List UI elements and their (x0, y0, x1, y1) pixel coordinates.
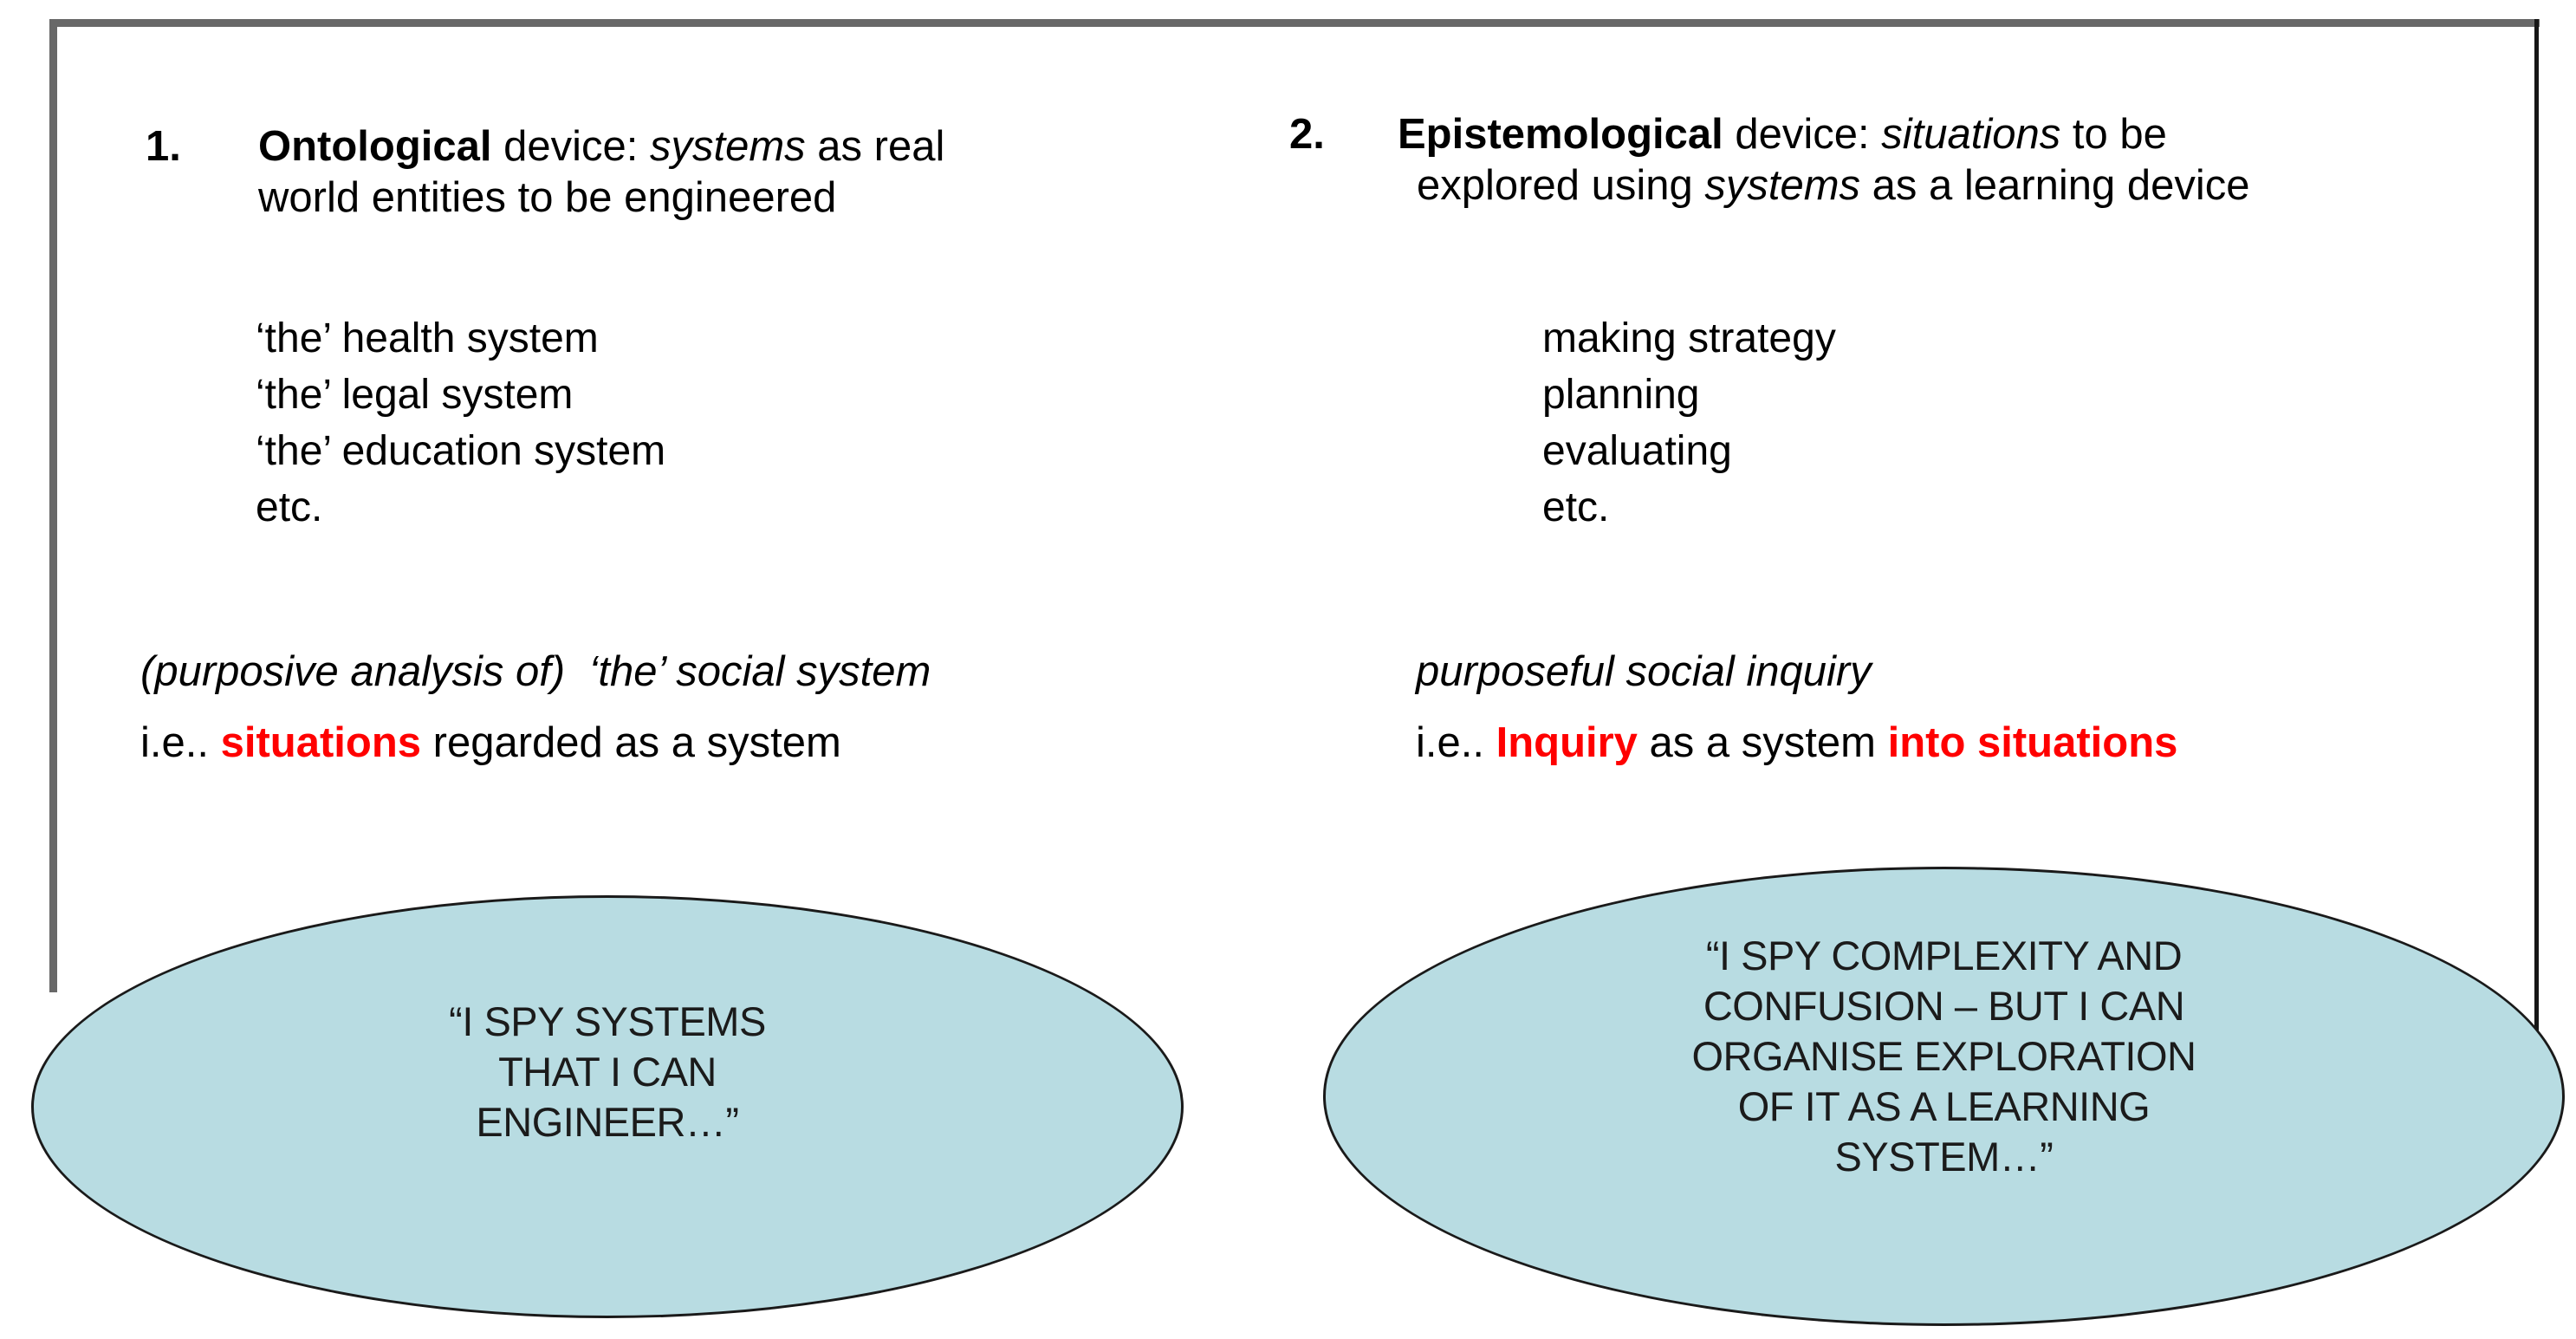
frame-left-border (49, 19, 57, 992)
right-conclusion-line: i.e.. Inquiry as a system into situation… (1416, 718, 2177, 769)
left-conclusion-tail: regarded as a system (421, 719, 841, 766)
list-item: planning (1542, 372, 1700, 418)
red-emphasis: into situations (1887, 719, 2178, 766)
speech-ellipse-left: “I SPY SYSTEMS THAT I CAN ENGINEER…” (31, 895, 1184, 1318)
right-list: making strategy planning evaluating etc. (1542, 310, 1836, 536)
left-item-number: 1. (146, 123, 181, 170)
left-heading: Ontological device: systems as real worl… (258, 121, 944, 224)
right-item-number: 2. (1289, 111, 1325, 158)
speech-ellipse-left-text: “I SPY SYSTEMS THAT I CAN ENGINEER…” (449, 997, 766, 1147)
right-conclusion-prefix: i.e.. (1416, 719, 1496, 766)
right-heading-italic1: situations (1881, 111, 2061, 158)
right-heading-bold: Epistemological (1398, 111, 1723, 158)
right-italic-note: purposeful social inquiry (1416, 648, 1872, 695)
list-item: evaluating (1542, 428, 1732, 474)
left-list: ‘the’ health system ‘the’ legal system ‘… (256, 310, 665, 536)
list-item: etc. (1542, 484, 1610, 530)
left-conclusion-prefix: i.e.. (140, 719, 221, 766)
left-heading-mid: device: (491, 123, 650, 170)
right-heading-tail2: as a learning device (1860, 162, 2250, 209)
left-conclusion-line: i.e.. situations regarded as a system (140, 718, 841, 769)
ellipse-text-line: THAT I CAN (498, 1049, 717, 1095)
red-emphasis: situations (220, 719, 422, 766)
ellipse-text-line: SYSTEM…” (1834, 1134, 2054, 1180)
list-item: making strategy (1542, 315, 1836, 361)
right-heading-italic2: systems (1704, 162, 1861, 209)
speech-ellipse-right-text: “I SPY COMPLEXITY AND CONFUSION – BUT I … (1692, 931, 2196, 1182)
right-heading: Epistemological device: situations to be… (1398, 109, 2249, 211)
right-heading-tail1: to be (2060, 111, 2167, 158)
right-conclusion-mid: as a system (1637, 719, 1888, 766)
left-italic-note: (purposive analysis of) ‘the’ social sys… (140, 648, 931, 695)
ellipse-text-line: “I SPY SYSTEMS (449, 998, 766, 1044)
list-item: ‘the’ health system (256, 315, 599, 361)
frame-top-border (49, 19, 2540, 27)
ellipse-text-line: ENGINEER…” (476, 1099, 739, 1145)
red-emphasis: Inquiry (1496, 719, 1638, 766)
left-heading-italic: systems (649, 123, 806, 170)
right-heading-line1: Epistemological device: situations to be (1398, 109, 2249, 160)
left-heading-bold: Ontological (258, 123, 492, 170)
right-heading-mid: device: (1723, 111, 1882, 158)
speech-ellipse-right: “I SPY COMPLEXITY AND CONFUSION – BUT I … (1323, 867, 2565, 1326)
ellipse-text-line: ORGANISE EXPLORATION (1691, 1033, 2196, 1079)
left-heading-line1: Ontological device: systems as real (258, 121, 944, 172)
left-heading-line2: world entities to be engineered (258, 174, 837, 221)
ellipse-text-line: OF IT AS A LEARNING (1737, 1083, 2151, 1129)
list-item: etc. (256, 484, 323, 530)
right-heading-line2: explored using systems as a learning dev… (1398, 160, 2249, 211)
right-heading-line2-head: explored using (1417, 162, 1705, 209)
left-heading-tail: as real (805, 123, 945, 170)
frame-right-border (2534, 19, 2539, 1133)
list-item: ‘the’ legal system (256, 372, 574, 418)
ellipse-text-line: CONFUSION – BUT I CAN (1703, 983, 2185, 1029)
ellipse-text-line: “I SPY COMPLEXITY AND (1705, 933, 2183, 978)
list-item: ‘the’ education system (256, 428, 666, 474)
